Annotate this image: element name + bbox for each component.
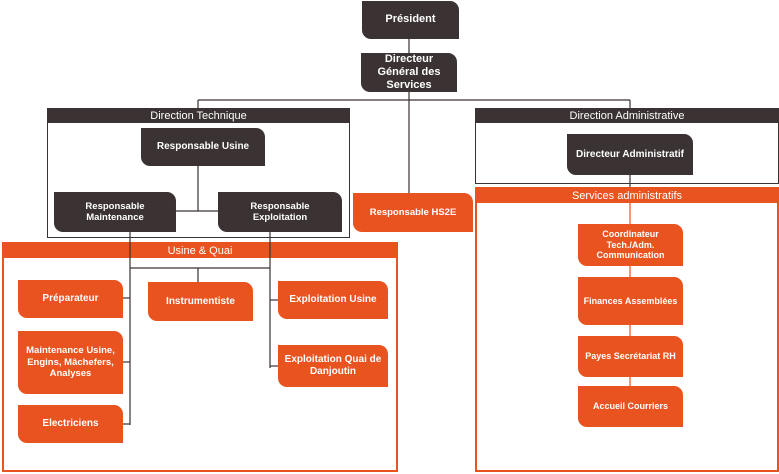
service-item-label: Coordinateur Tech./Adm. Communication xyxy=(596,228,665,261)
responsable-maintenance-label: Responsable Maintenance xyxy=(85,200,145,223)
electriciens-label: Electriciens xyxy=(42,418,99,429)
services-administratifs-title: Services administratifs xyxy=(477,189,777,203)
responsable-maintenance-box: Responsable Maintenance xyxy=(54,192,176,232)
service-item: Payes Secrétariat RH xyxy=(578,336,683,377)
service-item-label: Finances Assemblées xyxy=(583,295,678,306)
service-item-label: Accueil Courriers xyxy=(592,401,669,412)
dgs-box: Directeur Général des Services xyxy=(361,53,457,92)
president-label: Président xyxy=(385,13,436,26)
responsable-exploitation-box: Responsable Exploitation xyxy=(218,192,342,232)
preparateur-box: Préparateur xyxy=(18,280,123,318)
electriciens-box: Electriciens xyxy=(18,405,123,443)
maintenance-box: Maintenance Usine, Engins, Mâchefers, An… xyxy=(18,331,123,394)
responsable-hs2e-label: Responsable HS2E xyxy=(369,206,457,218)
exploitation-quai-box: Exploitation Quai de Danjoutin xyxy=(278,345,388,387)
maintenance-label: Maintenance Usine, Engins, Mâchefers, An… xyxy=(26,345,115,380)
responsable-hs2e-box: Responsable HS2E xyxy=(353,193,473,232)
instrumentiste-box: Instrumentiste xyxy=(148,282,253,321)
usine-quai-title: Usine & Quai xyxy=(4,244,396,258)
exploitation-quai-label: Exploitation Quai de Danjoutin xyxy=(284,354,382,377)
dgs-label: Directeur Général des Services xyxy=(377,52,441,92)
instrumentiste-label: Instrumentiste xyxy=(166,295,235,307)
service-item: Finances Assemblées xyxy=(578,277,683,325)
exploitation-usine-box: Exploitation Usine xyxy=(278,281,388,319)
directeur-administratif-label: Directeur Administratif xyxy=(576,148,684,160)
service-item: Coordinateur Tech./Adm. Communication xyxy=(578,224,683,266)
directeur-administratif-box: Directeur Administratif xyxy=(567,134,693,175)
responsable-usine-box: Responsable Usine xyxy=(141,128,265,166)
service-item: Accueil Courriers xyxy=(578,386,683,427)
preparateur-label: Préparateur xyxy=(42,293,99,304)
service-item-label: Payes Secrétariat RH xyxy=(585,351,676,362)
direction-administrative-title: Direction Administrative xyxy=(476,109,778,123)
responsable-usine-label: Responsable Usine xyxy=(156,141,250,152)
exploitation-usine-label: Exploitation Usine xyxy=(289,294,377,305)
direction-technique-title: Direction Technique xyxy=(48,109,349,123)
responsable-exploitation-label: Responsable Exploitation xyxy=(250,200,310,223)
president-box: Président xyxy=(362,1,459,39)
